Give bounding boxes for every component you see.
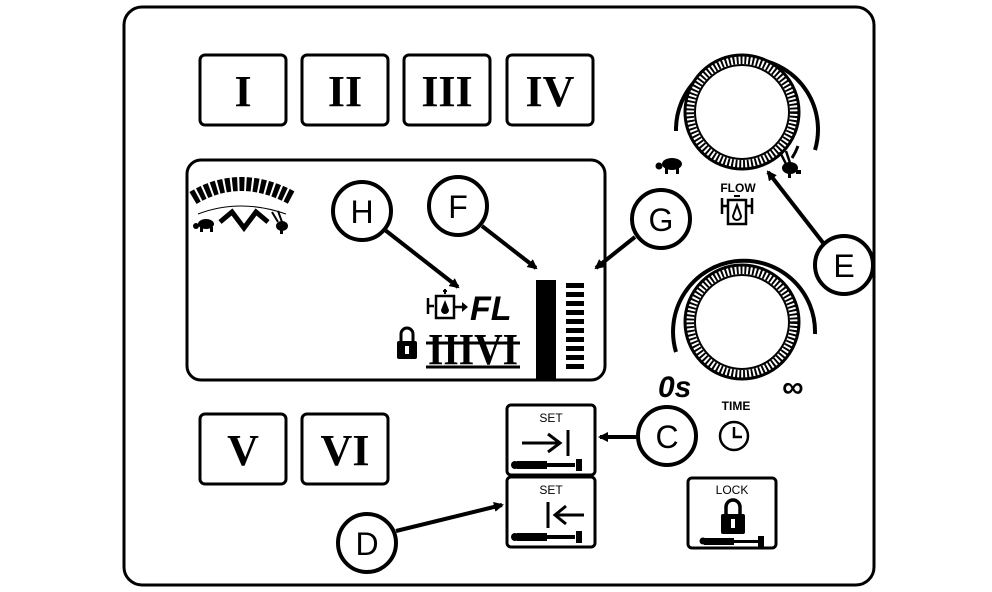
callout-h-arrow: [383, 228, 460, 289]
bar-segment: [566, 319, 584, 324]
callout-e: E: [813, 234, 875, 296]
set-out-button[interactable]: SET: [505, 475, 597, 549]
bar-segment: [566, 301, 584, 306]
callout-c-label: C: [655, 419, 678, 455]
bar-segment: [566, 310, 584, 315]
bar-segment: [566, 346, 584, 351]
preset-button-3-label: III: [421, 67, 472, 116]
callout-e-arrow: [766, 170, 826, 246]
callout-g: G: [630, 188, 692, 250]
speed-arc-icon: [189, 177, 296, 215]
preset-button-4[interactable]: IV: [505, 53, 595, 127]
preset-button-6[interactable]: VI: [300, 412, 390, 486]
callout-f-arrow: [480, 224, 538, 270]
set-in-label: SET: [539, 411, 563, 425]
flow-label: FLOW: [720, 181, 756, 195]
bar-segment: [566, 328, 584, 333]
lcd-display: FL IIIVI: [185, 158, 607, 382]
callout-d-arrow: [395, 502, 504, 533]
lcd-flow-icon: [426, 289, 468, 320]
preset-button-5[interactable]: V: [198, 412, 288, 486]
set-out-label: SET: [539, 483, 563, 497]
lock-cylinder-icon: [699, 536, 764, 547]
preset-button-4-label: IV: [526, 67, 575, 116]
bar-segment: [566, 355, 584, 360]
lock-icon: [721, 498, 745, 534]
rabbit-icon: [271, 210, 288, 234]
callout-d-label: D: [355, 526, 378, 562]
flow-icon: [720, 195, 754, 226]
flow-bar: [536, 280, 556, 380]
time-max-label: ∞: [782, 371, 803, 404]
lcd-flow-code: FL: [470, 290, 512, 328]
lcd-lock-icon: [397, 326, 417, 359]
turtle-icon: [193, 219, 214, 232]
preset-button-1[interactable]: I: [198, 53, 288, 127]
preset-button-1-label: I: [234, 67, 251, 116]
bar-segments: [566, 283, 584, 369]
callout-c: C: [636, 405, 698, 467]
bar-segment: [566, 364, 584, 369]
time-knob-outer-arc: [671, 258, 818, 353]
flow-rabbit-icon: [778, 150, 801, 178]
lock-label: LOCK: [716, 483, 749, 497]
cylinder-icon: [511, 459, 582, 471]
set-in-button[interactable]: SET: [505, 403, 597, 477]
time-label: TIME: [722, 399, 751, 413]
callout-e-label: E: [833, 248, 854, 284]
bar-segment: [566, 337, 584, 342]
time-knob[interactable]: [671, 258, 818, 381]
callout-g-arrow: [594, 235, 637, 270]
preset-button-3[interactable]: III: [402, 53, 492, 127]
flow-knob[interactable]: [673, 53, 820, 171]
lock-button[interactable]: LOCK: [686, 476, 778, 550]
wave-icon: [218, 208, 270, 233]
preset-button-2[interactable]: II: [300, 53, 390, 127]
clock-icon: [718, 420, 750, 452]
preset-button-5-label: V: [227, 426, 259, 475]
callout-g-label: G: [649, 202, 674, 238]
callout-f-label: F: [448, 189, 468, 225]
callout-f: F: [427, 175, 489, 237]
time-min-label: 0s: [658, 371, 691, 404]
preset-button-6-label: VI: [321, 426, 370, 475]
callout-h-label: H: [350, 194, 373, 230]
callout-h: H: [331, 180, 393, 242]
arrow-to-bar-icon: [522, 430, 570, 456]
cylinder-icon-2: [511, 531, 582, 543]
arrow-from-bar-icon: [546, 502, 584, 528]
callout-d: D: [336, 512, 398, 574]
bar-segment: [566, 292, 584, 297]
flow-turtle-icon: [655, 158, 682, 174]
bar-segment: [566, 283, 584, 288]
lcd-active-presets: IIIVI: [426, 325, 520, 374]
preset-button-2-label: II: [328, 67, 362, 116]
